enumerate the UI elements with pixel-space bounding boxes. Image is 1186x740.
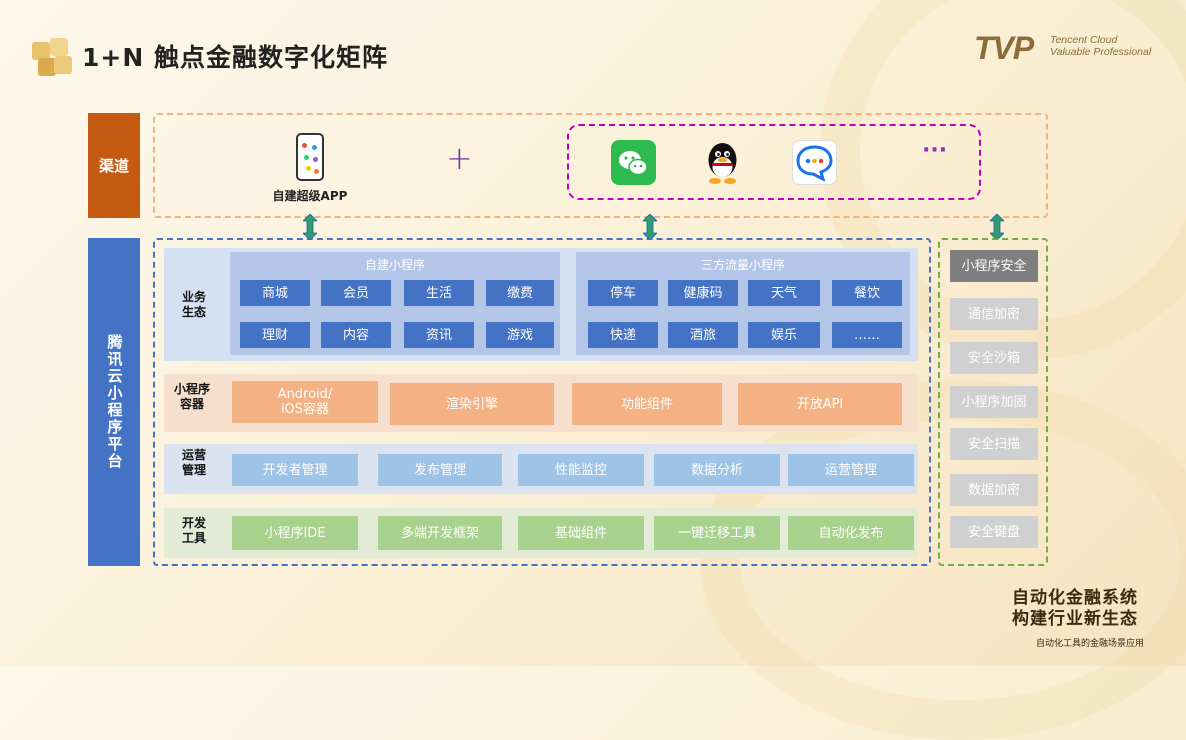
operations-item: 发布管理 <box>378 454 502 486</box>
channel-container <box>153 113 1048 218</box>
business-ecosystem-label: 业务 生态 <box>174 290 214 320</box>
self-built-item: 商城 <box>240 280 310 306</box>
security-item: 通信加密 <box>950 298 1038 330</box>
operations-label: 运营 管理 <box>174 448 214 478</box>
devtools-item: 小程序IDE <box>232 516 358 550</box>
channel-label: 渠道 <box>88 113 140 218</box>
double-arrow-icon <box>643 214 657 240</box>
self-built-item: 会员 <box>321 280 391 306</box>
super-app-label: 自建超级APP <box>272 189 348 203</box>
container-item: 渲染引擎 <box>390 383 554 425</box>
business-label-line1: 业务 <box>181 290 206 304</box>
platform-container <box>153 238 931 566</box>
logo-cubes-icon <box>30 38 72 78</box>
operations-item: 开发者管理 <box>232 454 358 486</box>
plus-icon: + <box>446 139 473 177</box>
container-item-line1: Android/ <box>277 387 333 402</box>
self-built-item: 理财 <box>240 322 310 348</box>
wechat-icon <box>611 140 656 185</box>
footer-slogan: 自动化金融系统 构建行业新生态 <box>1012 588 1138 630</box>
self-built-item: 内容 <box>321 322 391 348</box>
devtools-item: 一键迁移工具 <box>654 516 780 550</box>
tvp-caption: Tencent Cloud Valuable Professional <box>1050 34 1151 58</box>
container-label-line2: 容器 <box>179 397 204 411</box>
operations-label-line2: 管理 <box>181 463 206 477</box>
devtools-item: 多端开发框架 <box>378 516 502 550</box>
qq-icon <box>700 140 745 185</box>
security-title: 小程序安全 <box>950 250 1038 282</box>
operations-item: 运营管理 <box>788 454 914 486</box>
security-item: 安全键盘 <box>950 516 1038 548</box>
security-item: 安全沙箱 <box>950 342 1038 374</box>
tvp-caption-line2: Valuable Professional <box>1050 46 1152 58</box>
devtools-item: 自动化发布 <box>788 516 914 550</box>
third-party-item: 娱乐 <box>748 322 820 348</box>
self-built-item: 缴费 <box>486 280 554 306</box>
operations-item: 数据分析 <box>654 454 780 486</box>
platform-label: 腾讯云小程序平台 <box>88 238 140 566</box>
double-arrow-icon <box>990 214 1004 240</box>
container-label-line1: 小程序 <box>173 382 210 396</box>
third-party-title: 三方流量小程序 <box>700 258 785 272</box>
third-party-item: 餐饮 <box>832 280 902 306</box>
slogan-line1: 自动化金融系统 <box>1012 588 1138 608</box>
devtools-item: 基础组件 <box>518 516 644 550</box>
tvp-logo: TVP <box>974 30 1034 66</box>
self-built-item: 游戏 <box>486 322 554 348</box>
phone-app-icon <box>296 133 324 181</box>
container-item-line2: iOS容器 <box>280 402 330 417</box>
third-party-item: 停车 <box>588 280 658 306</box>
devtools-label-line1: 开发 <box>181 516 206 530</box>
third-party-item: 酒旅 <box>668 322 738 348</box>
more-channels-icon: ··· <box>922 138 948 163</box>
operations-item: 性能监控 <box>518 454 644 486</box>
self-built-item: 生活 <box>404 280 474 306</box>
third-party-item: 天气 <box>748 280 820 306</box>
third-party-item: 健康码 <box>668 280 738 306</box>
operations-label-line1: 运营 <box>181 448 206 462</box>
footer-slogan-sub: 自动化工具的金融场景应用 <box>1036 639 1145 649</box>
container-item: Android/ iOS容器 <box>232 381 378 423</box>
business-label-line2: 生态 <box>181 305 206 319</box>
tvp-caption-line1: Tencent Cloud <box>1050 34 1118 46</box>
third-party-item: 快递 <box>588 322 658 348</box>
container-label: 小程序 容器 <box>168 382 216 412</box>
chat-app-icon <box>792 140 837 185</box>
page-title: 1+N 触点金融数字化矩阵 <box>82 43 388 72</box>
slogan-line2: 构建行业新生态 <box>1012 609 1138 629</box>
mini-program-channels <box>567 124 981 200</box>
security-container <box>938 238 1048 566</box>
container-item: 开放API <box>738 383 902 425</box>
self-built-item: 资讯 <box>404 322 474 348</box>
self-built-title: 自建小程序 <box>364 258 425 272</box>
double-arrow-icon <box>303 214 317 240</box>
third-party-item: …… <box>832 322 902 348</box>
security-item: 安全扫描 <box>950 428 1038 460</box>
security-item: 数据加密 <box>950 474 1038 506</box>
devtools-label: 开发 工具 <box>174 516 214 546</box>
security-item: 小程序加固 <box>950 386 1038 418</box>
devtools-label-line2: 工具 <box>181 531 206 545</box>
container-item: 功能组件 <box>572 383 722 425</box>
